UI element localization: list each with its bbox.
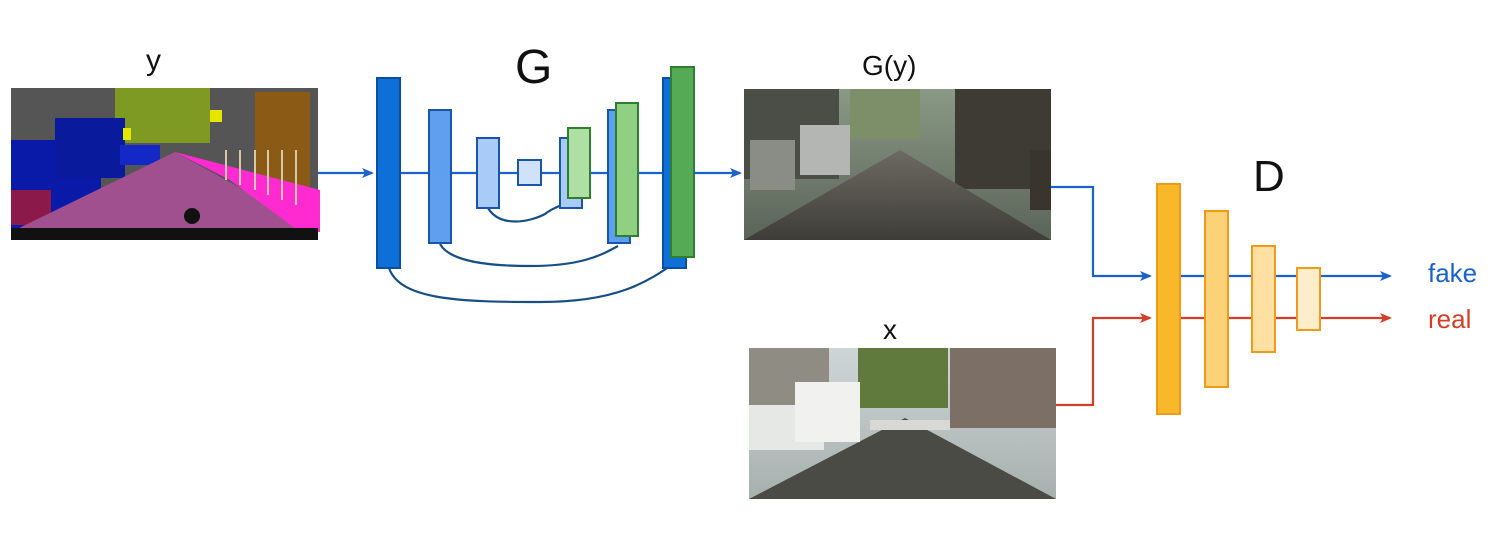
disc-block-2 — [1204, 210, 1229, 388]
real-photo-image — [749, 348, 1056, 499]
arrow-generated-to-discriminator — [1051, 185, 1152, 281]
decoder-block-1 — [670, 66, 695, 258]
generated-label: G(y) — [862, 50, 917, 81]
decoder-block-2 — [615, 102, 639, 237]
encoder-block-1 — [376, 77, 401, 269]
input-label: y — [146, 44, 161, 77]
discriminator-label: D — [1253, 152, 1285, 201]
generator-label: G — [515, 41, 553, 94]
disc-block-4 — [1296, 267, 1321, 331]
generator-network — [376, 66, 695, 269]
segmentation-map-image — [11, 88, 320, 240]
bottleneck-block — [517, 159, 542, 186]
decoder-block-3 — [567, 127, 591, 199]
arrow-real-to-discriminator — [1056, 313, 1152, 407]
encoder-block-3 — [476, 137, 500, 209]
discriminator-network — [1156, 183, 1321, 415]
real-output-label: real — [1428, 304, 1472, 334]
generated-photo-image — [744, 89, 1051, 240]
encoder-block-2 — [428, 109, 452, 244]
real-image-label: x — [883, 314, 897, 345]
fake-output-label: fake — [1428, 258, 1478, 288]
disc-block-3 — [1251, 245, 1276, 353]
disc-block-1 — [1156, 183, 1181, 415]
